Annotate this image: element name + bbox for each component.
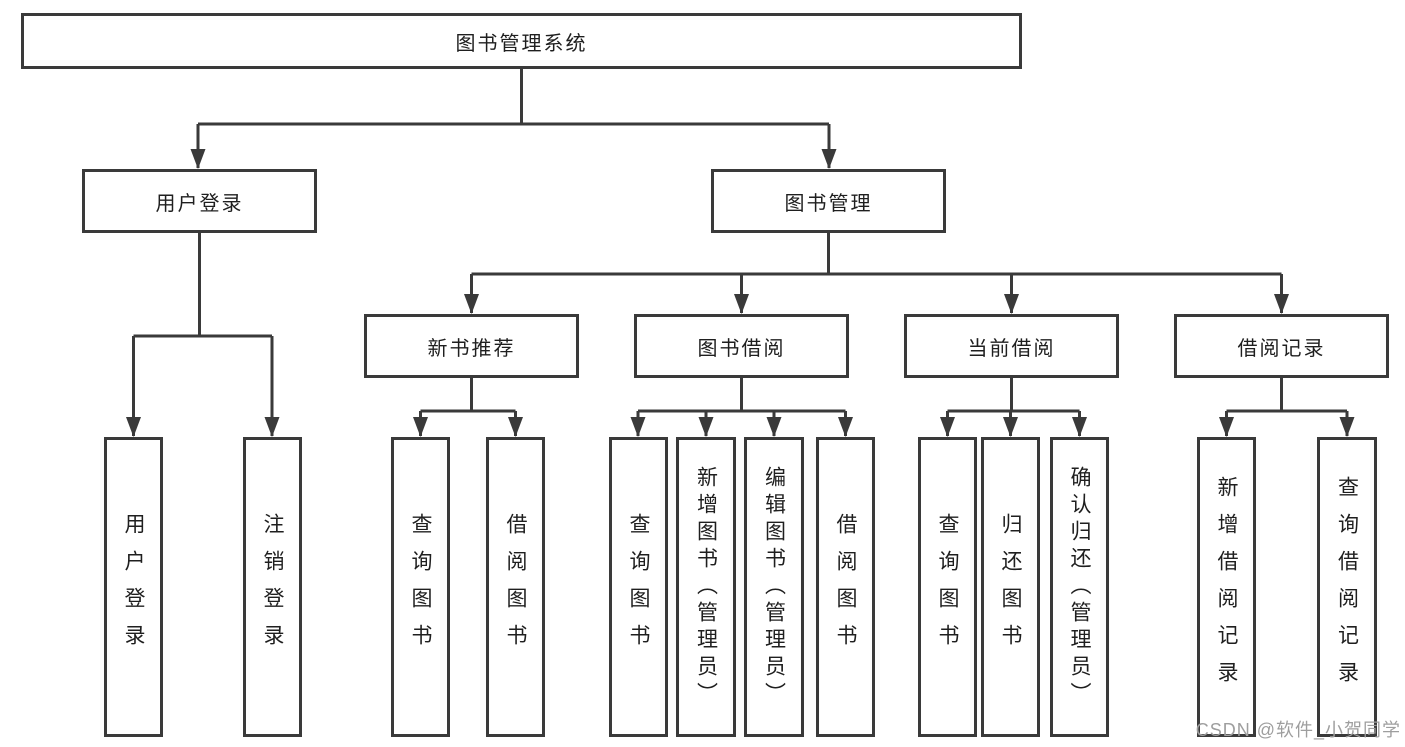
- leaf-edit-books-admin: 编辑图书（管理员）: [744, 437, 804, 737]
- leaf-logout: 注销登录: [243, 437, 302, 737]
- node-label: 用户登录: [122, 513, 145, 661]
- node-borrowing-records: 借阅记录: [1174, 314, 1389, 378]
- leaf-return-books: 归还图书: [981, 437, 1040, 737]
- csdn-watermark: CSDN @软件_小贺同学: [1195, 720, 1401, 740]
- node-label: 确认归还（管理员）: [1068, 465, 1091, 709]
- node-new-book-recommendation: 新书推荐: [364, 314, 579, 378]
- node-label: 新书推荐: [427, 337, 516, 360]
- leaf-query-books-borrowing: 查询图书: [609, 437, 668, 737]
- node-label: 图书管理: [784, 192, 873, 215]
- leaf-add-books-admin: 新增图书（管理员）: [676, 437, 736, 737]
- leaf-query-borrow-record: 查询借阅记录: [1317, 437, 1377, 737]
- leaf-borrow-books-recommend: 借阅图书: [486, 437, 545, 737]
- leaf-borrow-books-borrowing: 借阅图书: [816, 437, 875, 737]
- node-label: 编辑图书（管理员）: [762, 465, 786, 709]
- node-library-management-system: 图书管理系统: [21, 13, 1022, 69]
- leaf-add-borrow-record: 新增借阅记录: [1197, 437, 1256, 737]
- node-label: 用户登录: [155, 192, 244, 215]
- node-label: 新增借阅记录: [1215, 476, 1238, 698]
- node-book-management: 图书管理: [711, 169, 946, 233]
- node-label: 借阅记录: [1237, 337, 1326, 360]
- node-label: 归还图书: [999, 513, 1022, 661]
- node-label: 借阅图书: [504, 513, 527, 661]
- node-label: 注销登录: [261, 513, 284, 661]
- node-label: 借阅图书: [834, 513, 857, 661]
- node-current-borrowing: 当前借阅: [904, 314, 1119, 378]
- connector-rails: [133, 69, 1347, 413]
- node-label: 图书管理系统: [455, 32, 588, 55]
- leaf-query-books-recommend: 查询图书: [391, 437, 450, 737]
- node-label: 查询图书: [409, 513, 432, 661]
- leaf-confirm-return-admin: 确认归还（管理员）: [1050, 437, 1109, 737]
- node-book-borrowing: 图书借阅: [634, 314, 849, 378]
- node-user-login: 用户登录: [82, 169, 317, 233]
- node-label: 查询图书: [936, 513, 959, 661]
- node-label: 查询借阅记录: [1335, 476, 1359, 698]
- leaf-user-login: 用户登录: [104, 437, 163, 737]
- node-label: 查询图书: [627, 513, 650, 661]
- node-label: 图书借阅: [697, 337, 786, 360]
- node-label: 当前借阅: [967, 337, 1056, 360]
- node-label: 新增图书（管理员）: [694, 465, 718, 709]
- leaf-query-books-current: 查询图书: [918, 437, 977, 737]
